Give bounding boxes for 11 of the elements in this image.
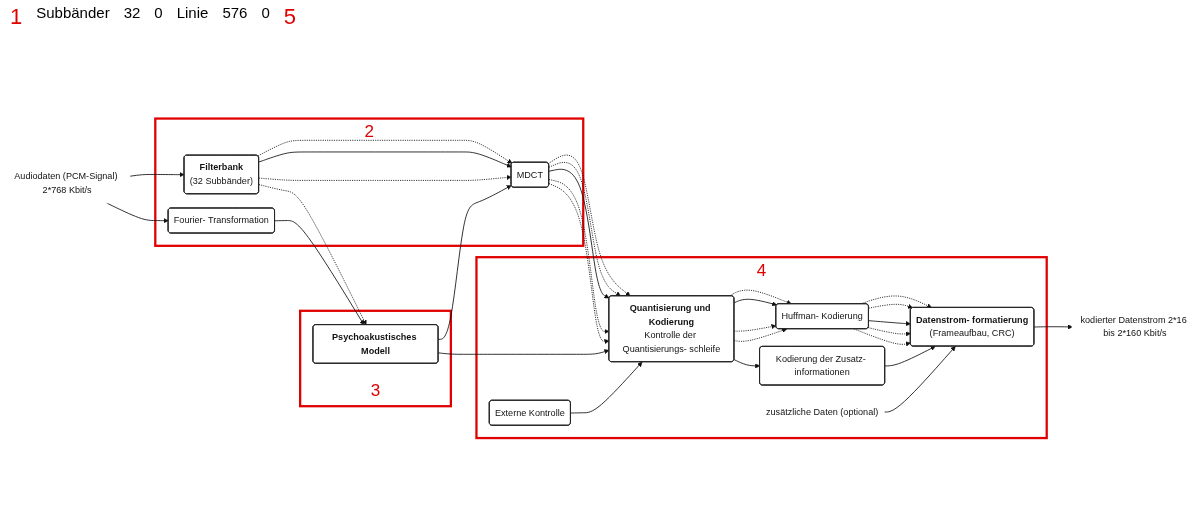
diagram-label: 0 [261,4,270,23]
diagram-label: 32 [123,4,141,23]
diagram-label: Linie [176,4,209,23]
node-text: Audiodaten (PCM-Signal) 2*768 Kbit/s [14,171,118,195]
node-text: zusätzliche Daten (optional) [765,406,879,417]
diagram-label: 1 [10,4,23,30]
node-text: kodierter Datenstrom 2*16 bis 2*160 Kbit/s [1080,314,1187,339]
diagram-label: 0 [154,4,163,23]
diagram-label: 5 [283,4,296,30]
diagram-label: 576 [222,4,248,23]
diagram-label: Subbänder [36,4,110,23]
